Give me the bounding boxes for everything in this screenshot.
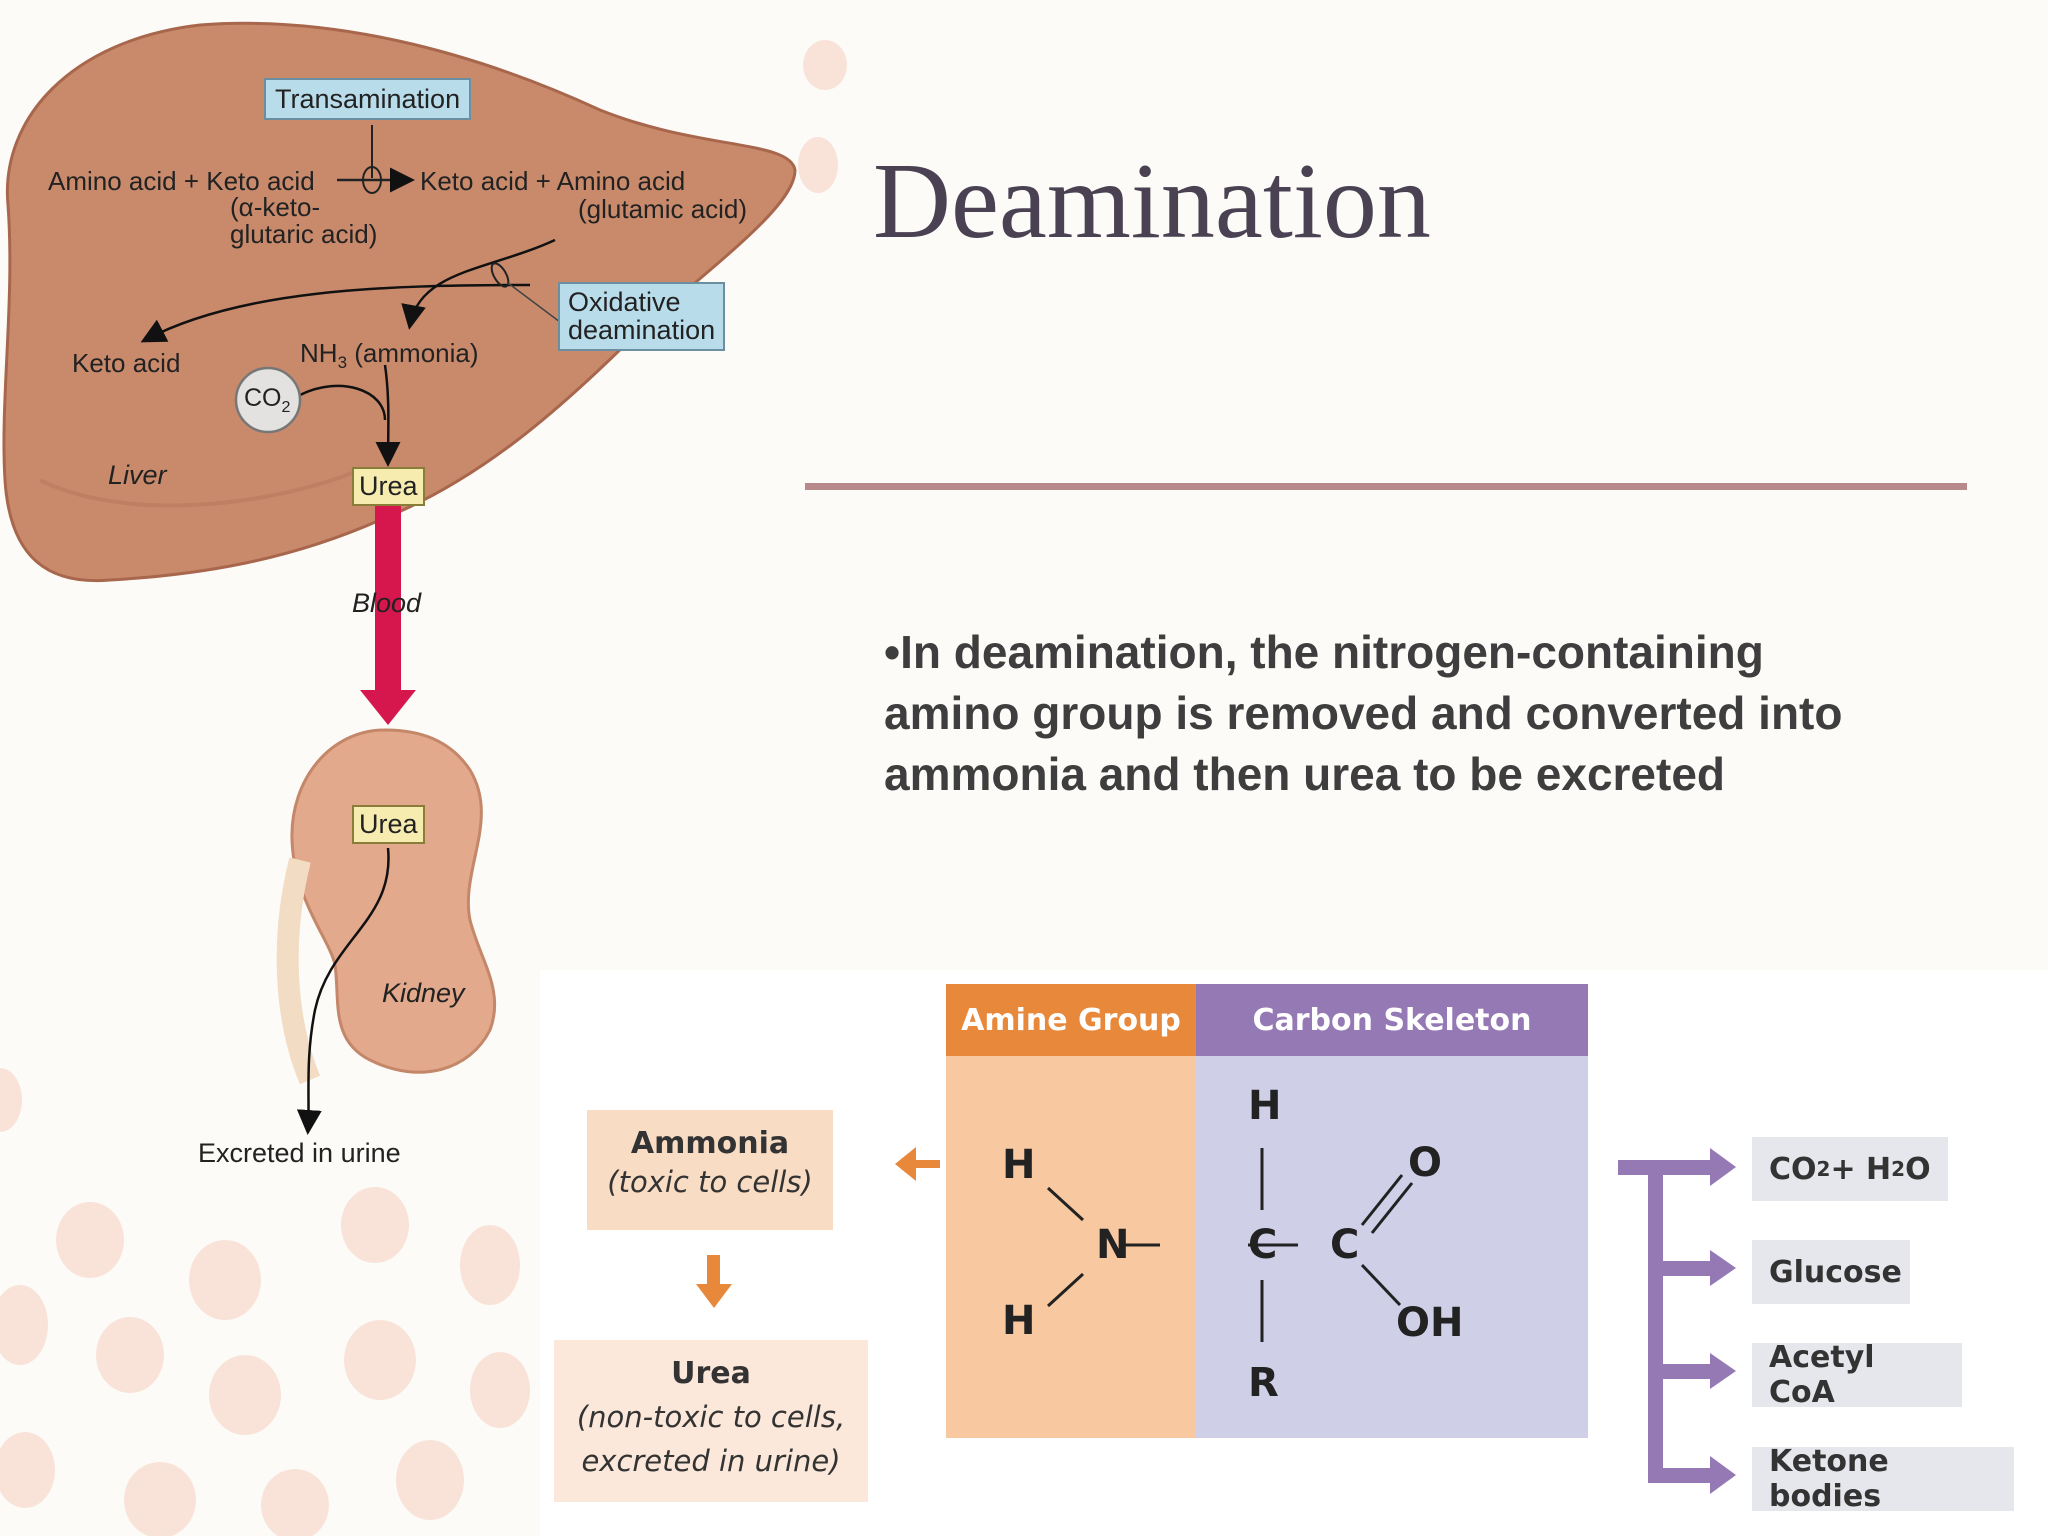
liver-kidney-diagram: Transamination Amino acid + Keto acid (α… xyxy=(0,0,820,1200)
oxidative-deamination-box: Oxidative deamination xyxy=(558,282,726,351)
amine-group-header: Amine Group xyxy=(946,984,1196,1056)
urea-liver-box: Urea xyxy=(352,467,425,506)
urea-box: Urea (non-toxic to cells, excreted in ur… xyxy=(554,1340,868,1502)
blood-arrow-shaft xyxy=(375,505,401,695)
urea-kidney-label: Urea xyxy=(359,809,418,839)
urea-liver-label: Urea xyxy=(359,471,418,501)
atom-oh: OH xyxy=(1396,1300,1464,1346)
carbon-skeleton-header: Carbon Skeleton xyxy=(1196,984,1588,1056)
atom-c-alpha: C xyxy=(1248,1222,1278,1268)
ammonia-note: (toxic to cells) xyxy=(607,1165,813,1199)
atom-c-carboxyl: C xyxy=(1330,1222,1360,1268)
nh3-label: NH3 (ammonia) xyxy=(300,338,479,373)
urea-note: (non-toxic to cells, excreted in urine) xyxy=(576,1400,846,1478)
carbon-skeleton-panel xyxy=(1196,984,1588,1438)
liver-label: Liver xyxy=(108,460,167,490)
slide-body-text: •In deamination, the nitrogen-containing… xyxy=(884,626,1843,800)
carbon-fate-bracket xyxy=(1618,1148,1736,1494)
ammonia-box: Ammonia (toxic to cells) xyxy=(587,1110,833,1230)
slide-title: Deamination xyxy=(873,142,1431,261)
arrow-to-urea xyxy=(696,1255,732,1308)
transamination-label: Transamination xyxy=(275,84,461,114)
structure-bonds xyxy=(696,1147,1736,1494)
oxidative-deamination-label: Oxidative deamination xyxy=(568,287,716,346)
urea-kidney-box: Urea xyxy=(352,805,425,844)
amino-acid-schematic: Amine Group Carbon Skeleton xyxy=(540,970,2048,1536)
output-ketone-bodies: Ketone bodies xyxy=(1752,1444,2014,1514)
reaction-left-sub: (α-keto- glutaric acid) xyxy=(230,192,378,250)
atom-o: O xyxy=(1408,1140,1443,1186)
excreted-in-urine-label: Excreted in urine xyxy=(198,1138,401,1168)
kidney-label: Kidney xyxy=(382,978,465,1008)
reaction-right: Keto acid + Amino acid xyxy=(420,166,686,196)
title-divider xyxy=(805,483,1967,490)
transamination-box: Transamination xyxy=(264,78,472,121)
atom-h-top: H xyxy=(1248,1083,1282,1129)
ammonia-title: Ammonia xyxy=(630,1126,790,1161)
reaction-left: Amino acid + Keto acid xyxy=(48,166,315,196)
output-acetyl-coa: Acetyl CoA xyxy=(1752,1340,1962,1410)
atom-r: R xyxy=(1248,1360,1279,1406)
atom-h-upper-left: H xyxy=(1002,1142,1036,1188)
reaction-right-sub: (glutamic acid) xyxy=(578,194,748,224)
atom-h-lower-left: H xyxy=(1002,1298,1036,1344)
organ-illustration xyxy=(2,21,797,1135)
co2-label: CO2 xyxy=(244,384,291,416)
keto-acid-label: Keto acid xyxy=(72,348,181,378)
atom-n: N xyxy=(1096,1222,1130,1268)
arrow-to-ammonia xyxy=(895,1147,940,1181)
output-glucose: Glucose xyxy=(1752,1240,1910,1304)
kidney-shape xyxy=(290,728,497,1074)
blood-arrow-head xyxy=(360,690,416,725)
blood-label: Blood xyxy=(352,588,422,618)
co2-circle xyxy=(234,366,302,434)
urea-title: Urea xyxy=(671,1356,751,1391)
